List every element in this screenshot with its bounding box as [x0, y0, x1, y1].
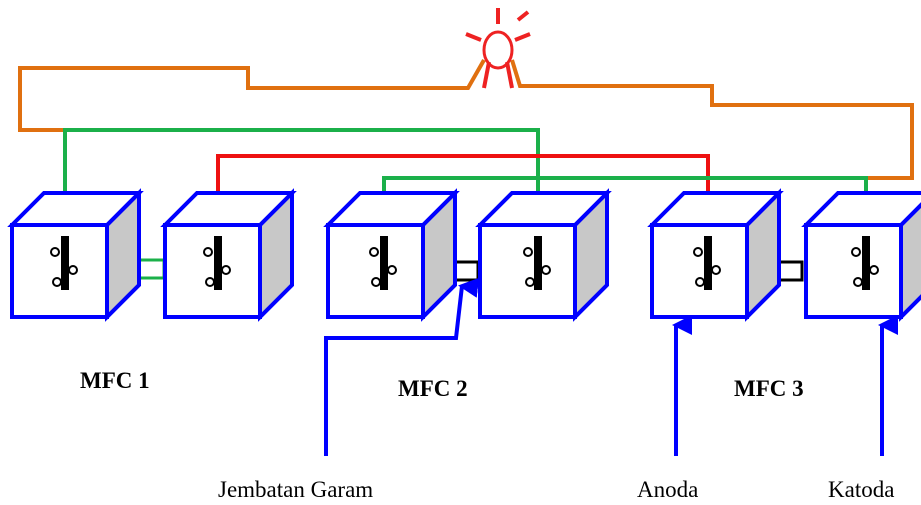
light-bulb-icon	[465, 8, 531, 89]
electrode-clip-icon	[369, 236, 397, 290]
wire-green-mfc1-mfc2	[63, 128, 540, 245]
electrode-clip-icon	[523, 236, 551, 290]
wire-orange-right	[510, 59, 914, 180]
cubes	[7, 188, 921, 322]
electrode-clip-icon	[203, 236, 231, 290]
mfc1-cathode-chamber	[160, 188, 297, 322]
electrode-clip-icon	[693, 236, 721, 290]
wire-orange	[18, 59, 486, 245]
electrode-clip-icon	[50, 236, 78, 290]
label-mfc1: MFC 1	[80, 368, 150, 393]
electrode-clip-icon	[851, 236, 879, 290]
label-anode: Anoda	[637, 477, 698, 502]
mfc2-cathode-chamber	[475, 188, 612, 322]
label-cathode: Katoda	[828, 477, 894, 502]
label-mfc3: MFC 3	[734, 376, 804, 401]
arrows	[324, 277, 898, 456]
mfc2-anode-chamber	[323, 188, 460, 322]
arrow-salt-bridge	[324, 277, 480, 456]
label-mfc2: MFC 2	[398, 376, 468, 401]
mfc3-anode-chamber	[647, 188, 784, 322]
mfc3-cathode-chamber	[801, 191, 921, 322]
label-salt-bridge: Jembatan Garam	[218, 477, 373, 502]
mfc1-anode-chamber	[7, 188, 144, 322]
